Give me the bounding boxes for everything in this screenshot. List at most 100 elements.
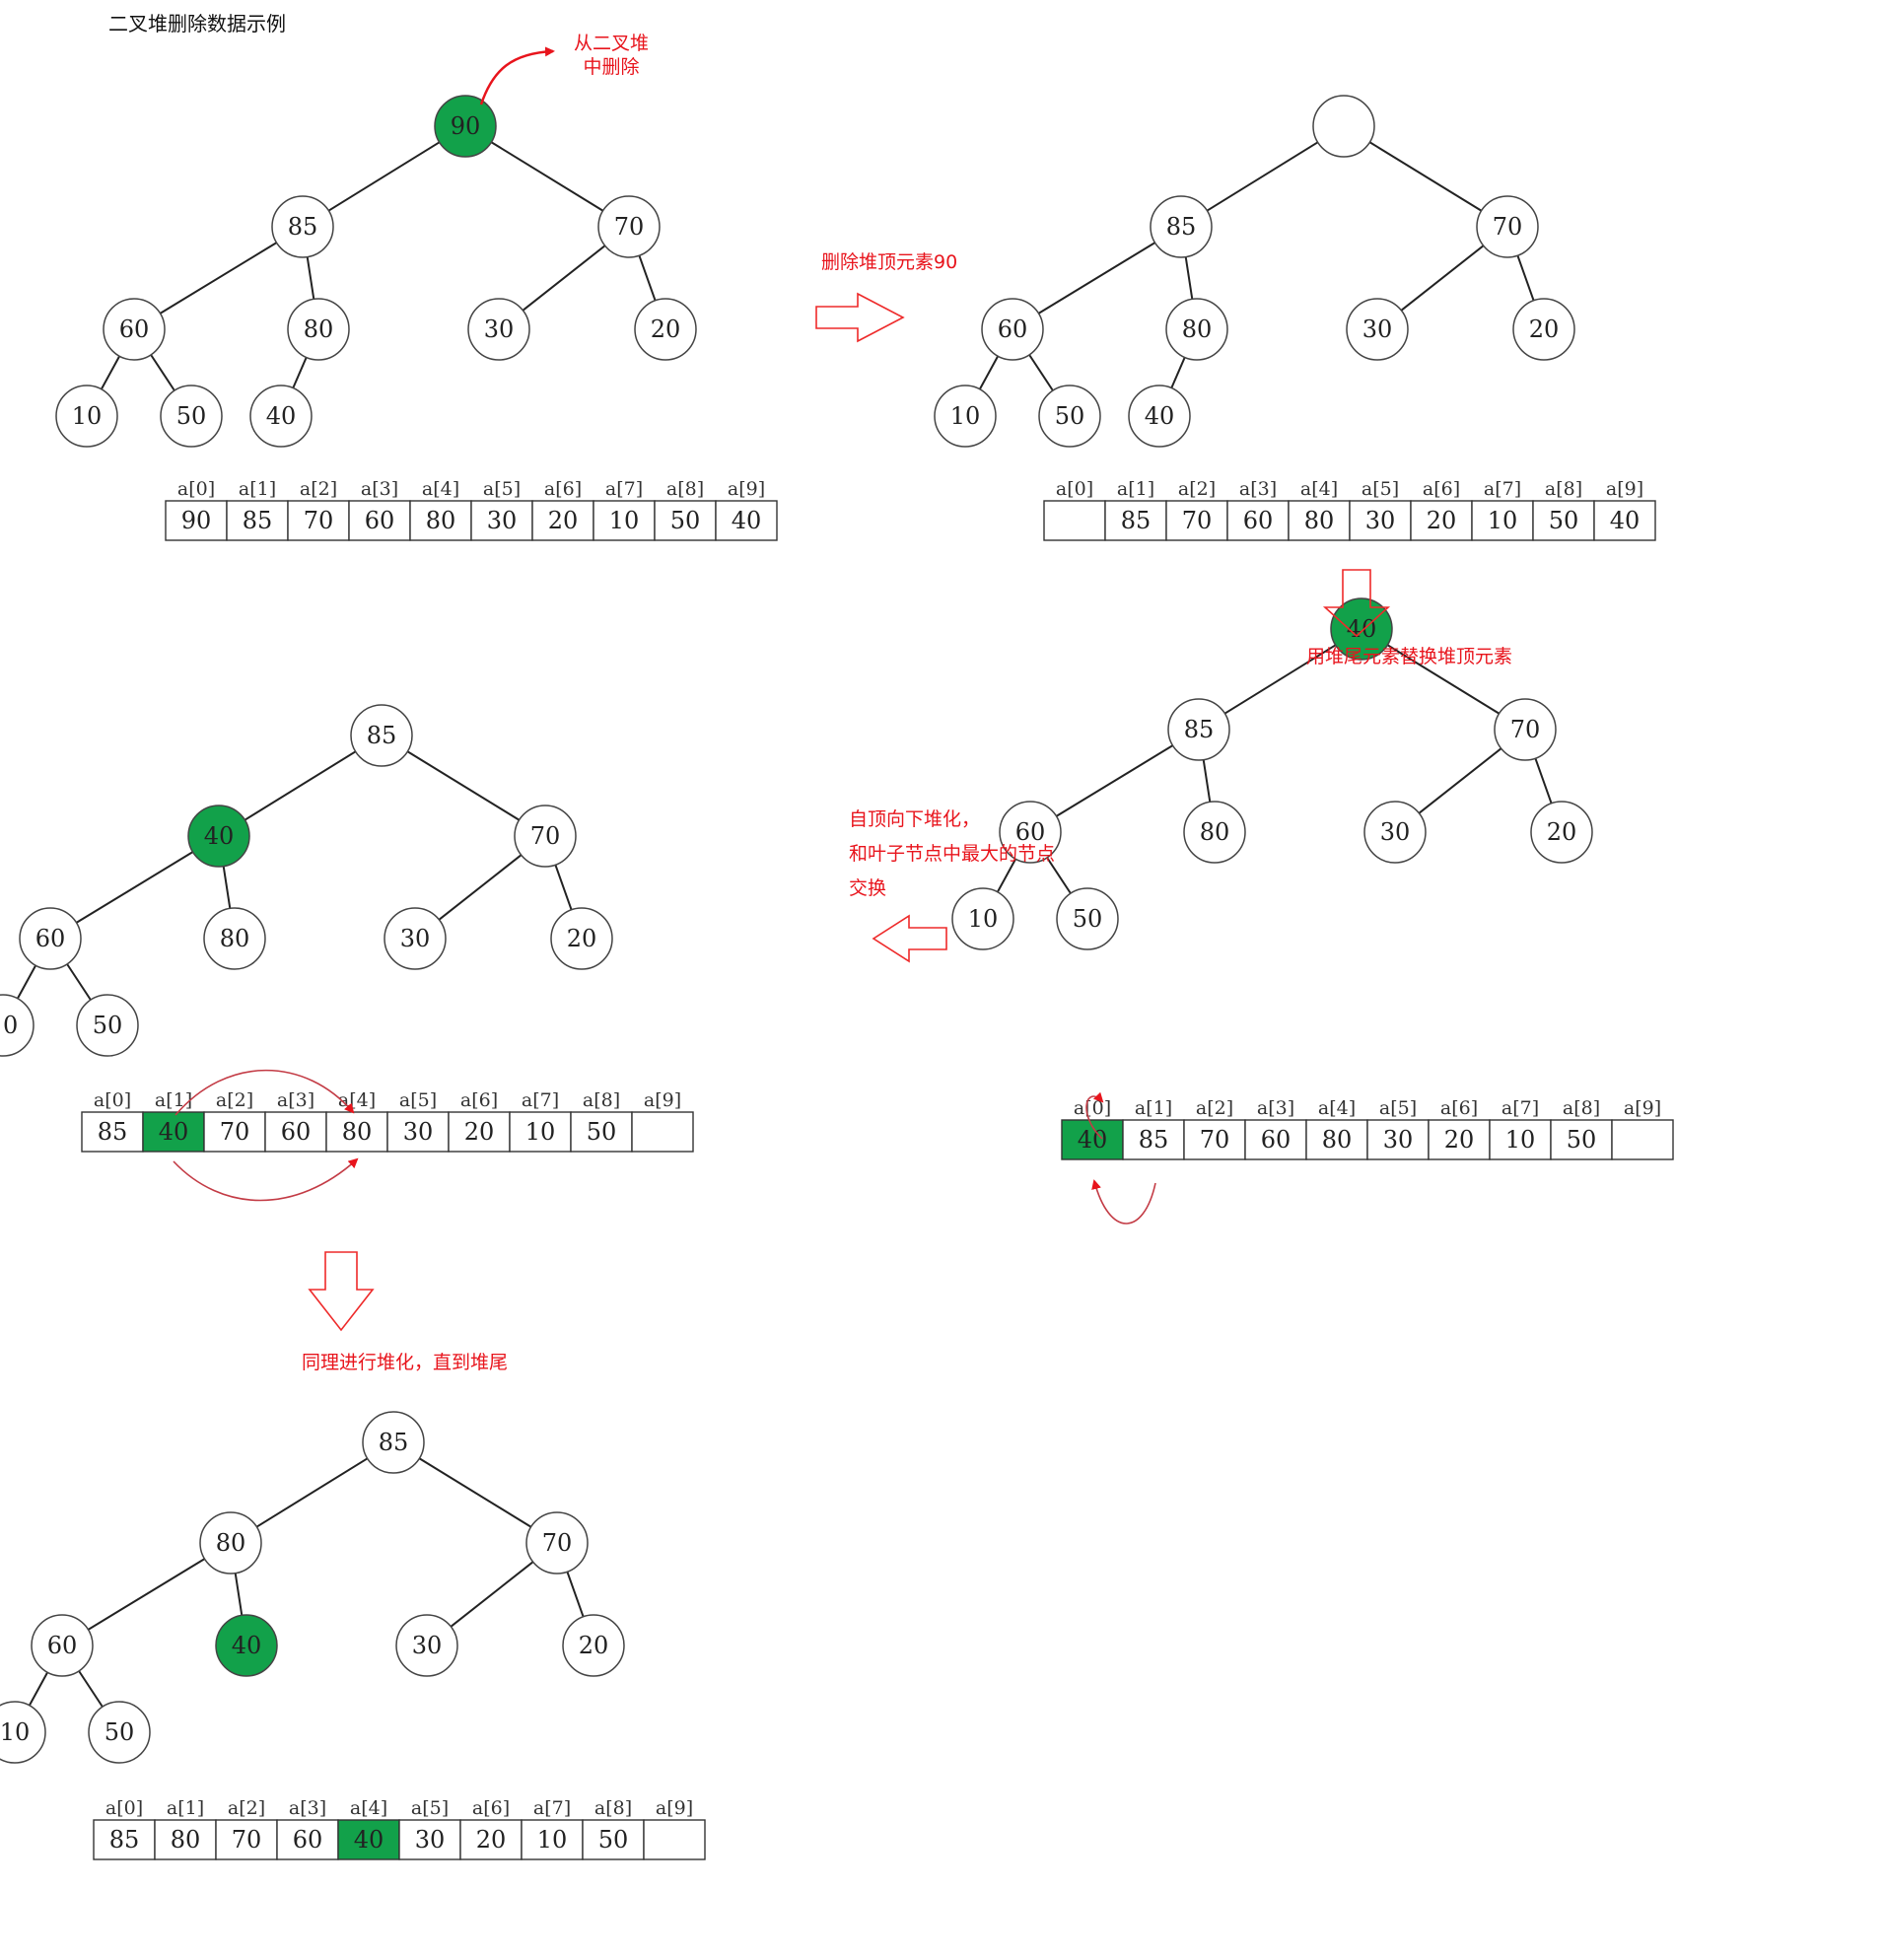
array-value: 80 [426,507,456,534]
tree-node [103,298,166,361]
tree-edge [292,357,308,388]
step4-arrow [308,1251,375,1332]
node-value: 85 [288,213,318,241]
tree-edge [1046,857,1072,894]
node-value: 20 [579,1632,609,1659]
array-value: 10 [1488,507,1518,534]
tree-edge [1028,354,1054,391]
array-value: 30 [403,1118,434,1146]
step3-note-line-3: 交换 [849,877,886,899]
array-index-label: a[7] [1484,478,1521,500]
array-value: 80 [1322,1126,1353,1154]
array-index-label: a[7] [522,1089,559,1111]
array-cell [348,500,411,541]
node-value: 10 [0,1012,18,1039]
tree-node [1346,298,1409,361]
remove-arrow [479,46,555,105]
array-cell [570,1111,633,1153]
tree-edge [78,1670,104,1708]
node-value: 70 [542,1529,573,1557]
tree-edge [1206,141,1319,212]
tree-edge [566,1571,585,1618]
tree-node [19,907,82,970]
tree-node [31,1614,94,1677]
tree-edge [255,1457,369,1528]
array-cell [582,1819,645,1860]
tree-node [1038,385,1101,448]
self-swap-arc-bottom [1091,1179,1156,1225]
node-value: 80 [1200,818,1230,846]
array-value: 50 [1549,507,1579,534]
array-index-label: a[6] [544,478,582,500]
tree-edge [1418,747,1502,814]
tree-node [1512,298,1575,361]
node-value: 90 [451,112,481,140]
tree-edge [244,750,357,821]
step3-arrow [872,914,947,963]
array-index-label: a[4] [350,1797,387,1819]
tree-edge [1055,744,1174,817]
tree-edge [450,1561,534,1628]
array-cell [1532,500,1595,541]
tree-node [999,801,1062,864]
array-value: 70 [232,1826,262,1854]
node-value: 50 [176,402,207,430]
remove-note-line-2: 中删除 [583,56,639,78]
array-index-label: a[5] [483,478,521,500]
array-value: 20 [1444,1126,1475,1154]
node-value: 10 [72,402,103,430]
step2-note: 用堆尾元素替换堆顶元素 [1306,646,1512,667]
array-value: 85 [109,1826,140,1854]
node-value: 10 [0,1718,30,1746]
tree-node [951,887,1014,950]
node-value: 50 [105,1718,135,1746]
array-index-label: a[8] [583,1089,620,1111]
array-index-label: a[0] [1074,1097,1111,1119]
step1-note: 删除堆顶元素90 [821,251,957,273]
array-cell [409,500,472,541]
node-value: 60 [998,315,1028,343]
node-value: 50 [1073,905,1103,933]
array-value: 80 [171,1826,201,1854]
tree-node [1363,801,1427,864]
tree-edge [222,866,232,909]
array-cell [1122,1119,1185,1160]
tree-edge [406,750,521,821]
array-value: 85 [243,507,273,534]
array-cell [1305,1119,1368,1160]
node-value: 70 [1510,716,1541,743]
node-value: 85 [367,722,397,749]
tree-edge [996,858,1017,893]
array-cell [1593,500,1656,541]
highlighted-node [215,1614,278,1677]
self-swap-arc-top [1085,1091,1104,1140]
array-value: 85 [1139,1126,1169,1154]
node-value: 20 [651,315,681,343]
node-value: 30 [1380,818,1411,846]
array-value: 50 [1567,1126,1597,1154]
array-value: 90 [181,507,212,534]
tree-edge [1184,256,1194,300]
swap-arc-top [175,1069,355,1116]
array-value: 30 [1383,1126,1414,1154]
array-value: 10 [537,1826,568,1854]
array-value: 40 [354,1826,384,1854]
array-index-label: a[0] [1056,478,1093,500]
array-cell [203,1111,266,1153]
array-cell [1428,1119,1491,1160]
array-index-label: a[7] [1501,1097,1539,1119]
array-cell [81,1111,144,1153]
tree-node [550,907,613,970]
array-index-label: a[6] [1440,1097,1478,1119]
tree-node [514,805,577,868]
array-cell [264,1111,327,1153]
array-index-label: a[2] [1178,478,1216,500]
node-value: 40 [1347,615,1377,643]
node-value: 30 [1362,315,1393,343]
array-index-label: a[2] [228,1797,265,1819]
array-value: 50 [587,1118,617,1146]
swap-arc-bottom [173,1157,359,1202]
tree-node [467,298,530,361]
